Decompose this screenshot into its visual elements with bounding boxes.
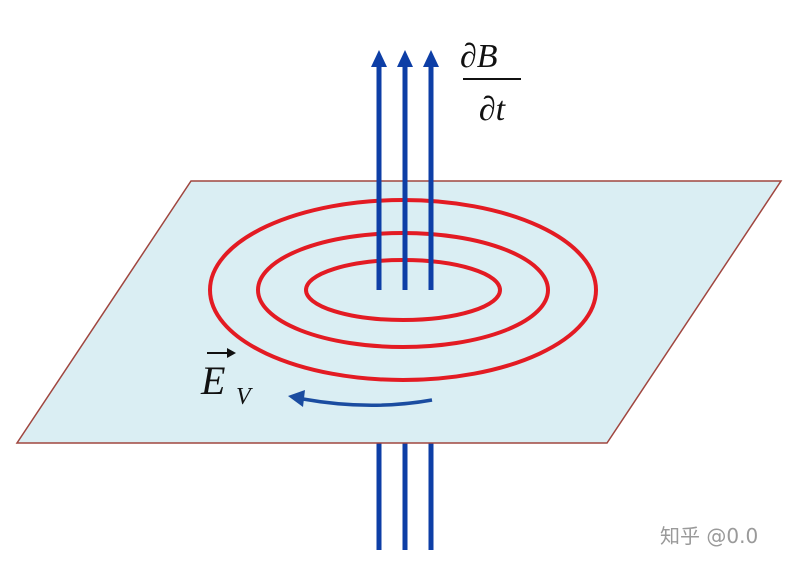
b-field-lines-upper: [371, 50, 439, 290]
vector-arrow-icon: [227, 348, 236, 358]
arrow-up-icon: [397, 50, 413, 67]
curved-arrow-left-icon: [288, 390, 305, 407]
circulation-arrow: [288, 390, 433, 407]
arrow-up-icon: [423, 50, 439, 67]
watermark: 知乎 @0.0: [660, 524, 758, 548]
arrow-up-icon: [371, 50, 387, 67]
e-subscript: V: [236, 384, 253, 410]
plane: [15, 180, 783, 444]
db-dt-label: ∂B⃗ ∂t: [460, 38, 524, 128]
circulation-arrow-shaft: [302, 397, 433, 407]
b-field-lines-lower: [376, 443, 434, 550]
e-symbol: E: [200, 358, 225, 403]
e-v-label: E V: [200, 348, 253, 410]
dt-denominator: ∂t: [479, 91, 507, 128]
db-numerator: ∂B⃗: [460, 38, 524, 75]
